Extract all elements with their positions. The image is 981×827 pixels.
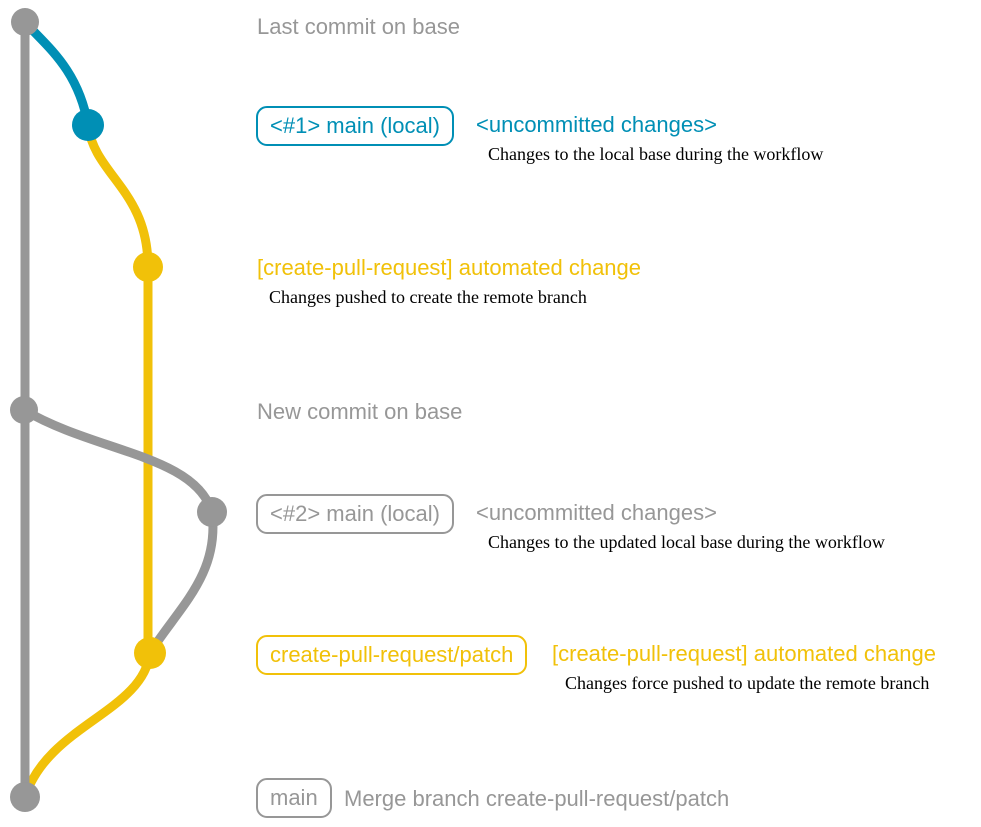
- commit-description-uncommitted-1: Changes to the local base during the wor…: [488, 144, 824, 164]
- base-update-curve: [19, 405, 218, 658]
- branch-badge-main-local-1: <#1> main (local): [256, 106, 454, 147]
- commit-message-automated-change-2: [create-pull-request] automated change: [552, 641, 937, 666]
- commit-dot-uncommitted-2: [197, 497, 227, 527]
- commit-description-uncommitted-2: Changes to the updated local base during…: [488, 532, 885, 552]
- commit-message-automated-change-1: [create-pull-request] automated change: [257, 255, 642, 280]
- commit-dot-uncommitted-1: [72, 109, 104, 141]
- commit-message-uncommitted-1: <uncommitted changes>: [476, 112, 717, 137]
- pull-request-branch-line: [83, 120, 153, 658]
- branch-badge-create-pull-request-patch-label: create-pull-request/patch: [270, 642, 514, 667]
- pull-request-merge-curve: [20, 648, 155, 802]
- branch-badge-main-local-1-label: <#1> main (local): [270, 113, 440, 138]
- branch-badge-main-local-2: <#2> main (local): [256, 494, 454, 535]
- commit-description-automated-change-1: Changes pushed to create the remote bran…: [269, 287, 587, 307]
- commit-dot-automated-change-1: [133, 252, 163, 282]
- branch-badge-create-pull-request-patch: create-pull-request/patch: [256, 635, 528, 676]
- commit-message-uncommitted-2: <uncommitted changes>: [476, 500, 717, 525]
- branch-badge-main-label: main: [270, 785, 318, 810]
- commit-dot-automated-change-2: [134, 637, 166, 669]
- branch-badge-main: main: [256, 778, 332, 819]
- commit-description-automated-change-2: Changes force pushed to update the remot…: [565, 673, 930, 693]
- branch-badge-main-local-2-label: <#2> main (local): [270, 501, 440, 526]
- commit-message-merge: Merge branch create-pull-request/patch: [344, 786, 730, 811]
- commit-dot-last-base: [11, 8, 39, 36]
- label-new-commit-on-base: New commit on base: [257, 399, 463, 424]
- local-main-branch-curve: [20, 17, 93, 130]
- commit-dot-new-base: [10, 396, 38, 424]
- label-last-commit-on-base: Last commit on base: [257, 14, 460, 39]
- commit-dot-merge: [10, 782, 40, 812]
